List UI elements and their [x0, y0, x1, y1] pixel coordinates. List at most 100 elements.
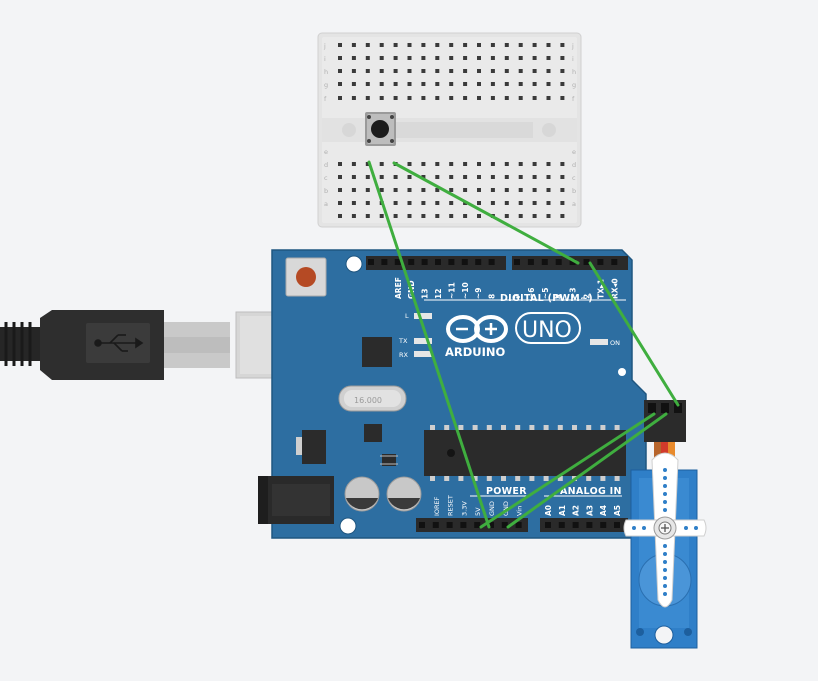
breadboard-hole[interactable] [560, 214, 565, 218]
bottom-header-hole[interactable] [600, 522, 607, 528]
breadboard-hole[interactable] [435, 214, 440, 218]
breadboard-hole[interactable] [435, 175, 440, 179]
breadboard-hole[interactable] [532, 175, 537, 179]
breadboard-hole[interactable] [351, 96, 356, 100]
bottom-header-hole[interactable] [614, 522, 620, 528]
bottom-header-hole[interactable] [501, 522, 508, 528]
breadboard-hole[interactable] [421, 69, 426, 73]
breadboard-hole[interactable] [518, 96, 523, 100]
breadboard-hole[interactable] [338, 56, 342, 60]
breadboard-hole[interactable] [338, 214, 342, 218]
breadboard-hole[interactable] [421, 96, 426, 100]
breadboard-hole[interactable] [532, 69, 537, 73]
breadboard-hole[interactable] [477, 188, 481, 192]
breadboard-hole[interactable] [504, 214, 509, 218]
breadboard-hole[interactable] [379, 43, 384, 47]
breadboard-hole[interactable] [338, 201, 342, 205]
breadboard-hole[interactable] [504, 175, 509, 179]
pushbutton[interactable] [365, 112, 396, 146]
breadboard-hole[interactable] [393, 69, 398, 73]
breadboard-hole[interactable] [546, 82, 551, 86]
breadboard-hole[interactable] [379, 56, 384, 60]
breadboard-hole[interactable] [338, 175, 342, 179]
breadboard-hole[interactable] [560, 162, 565, 166]
breadboard-hole[interactable] [532, 214, 537, 218]
breadboard-hole[interactable] [365, 214, 370, 218]
wire-button-to-gnd[interactable] [367, 160, 491, 529]
breadboard-hole[interactable] [477, 69, 481, 73]
breadboard-hole[interactable] [435, 162, 440, 166]
breadboard-hole[interactable] [546, 201, 551, 205]
breadboard-hole[interactable] [560, 96, 565, 100]
digital-header-hole[interactable] [475, 259, 482, 265]
breadboard-hole[interactable] [407, 69, 412, 73]
digital-header-hole[interactable] [461, 259, 468, 265]
breadboard-hole[interactable] [449, 43, 454, 47]
breadboard-hole[interactable] [379, 175, 384, 179]
breadboard-hole[interactable] [407, 188, 412, 192]
breadboard-hole[interactable] [546, 188, 551, 192]
bottom-header-hole[interactable] [419, 522, 425, 528]
breadboard-hole[interactable] [338, 82, 342, 86]
breadboard-hole[interactable] [560, 56, 565, 60]
breadboard-hole[interactable] [532, 82, 537, 86]
breadboard-hole[interactable] [560, 175, 565, 179]
breadboard-hole[interactable] [490, 188, 495, 192]
breadboard-hole[interactable] [504, 82, 509, 86]
breadboard-hole[interactable] [532, 43, 537, 47]
breadboard-hole[interactable] [490, 82, 495, 86]
digital-header-hole[interactable] [583, 259, 590, 265]
wire-button-to-pin3[interactable] [392, 161, 580, 265]
breadboard-hole[interactable] [449, 214, 454, 218]
digital-header-hole[interactable] [569, 259, 576, 265]
bottom-header-hole[interactable] [545, 522, 551, 528]
servo-motor[interactable] [623, 400, 707, 649]
breadboard-hole[interactable] [504, 96, 509, 100]
breadboard-hole[interactable] [518, 175, 523, 179]
breadboard-hole[interactable] [393, 96, 398, 100]
breadboard-hole[interactable] [351, 43, 356, 47]
breadboard-hole[interactable] [338, 162, 342, 166]
breadboard-hole[interactable] [504, 162, 509, 166]
breadboard-hole[interactable] [477, 96, 481, 100]
breadboard-hole[interactable] [463, 214, 468, 218]
breadboard-hole[interactable] [560, 82, 565, 86]
breadboard-hole[interactable] [490, 201, 495, 205]
breadboard-hole[interactable] [477, 162, 481, 166]
breadboard-hole[interactable] [477, 56, 481, 60]
breadboard-hole[interactable] [421, 188, 426, 192]
breadboard-hole[interactable] [518, 188, 523, 192]
breadboard-hole[interactable] [463, 96, 468, 100]
breadboard-hole[interactable] [560, 188, 565, 192]
breadboard-hole[interactable] [546, 43, 551, 47]
breadboard-hole[interactable] [351, 188, 356, 192]
breadboard-hole[interactable] [338, 188, 342, 192]
breadboard-hole[interactable] [351, 201, 356, 205]
digital-header-hole[interactable] [381, 259, 388, 265]
breadboard-hole[interactable] [477, 82, 481, 86]
breadboard-hole[interactable] [449, 175, 454, 179]
bottom-header-hole[interactable] [558, 522, 565, 528]
breadboard-hole[interactable] [407, 162, 412, 166]
breadboard-hole[interactable] [435, 69, 440, 73]
breadboard-hole[interactable] [449, 201, 454, 205]
breadboard-hole[interactable] [351, 214, 356, 218]
breadboard-hole[interactable] [518, 69, 523, 73]
breadboard-hole[interactable] [518, 82, 523, 86]
breadboard-hole[interactable] [490, 69, 495, 73]
breadboard-hole[interactable] [546, 96, 551, 100]
breadboard-hole[interactable] [532, 162, 537, 166]
power-header[interactable] [416, 518, 528, 532]
breadboard-hole[interactable] [449, 162, 454, 166]
breadboard-hole[interactable] [351, 82, 356, 86]
breadboard-hole[interactable] [365, 96, 370, 100]
breadboard-hole[interactable] [379, 162, 384, 166]
digital-header-hole[interactable] [394, 259, 401, 265]
breadboard-hole[interactable] [365, 162, 370, 166]
breadboard-hole[interactable] [435, 188, 440, 192]
breadboard-hole[interactable] [518, 214, 523, 218]
breadboard-hole[interactable] [365, 188, 370, 192]
